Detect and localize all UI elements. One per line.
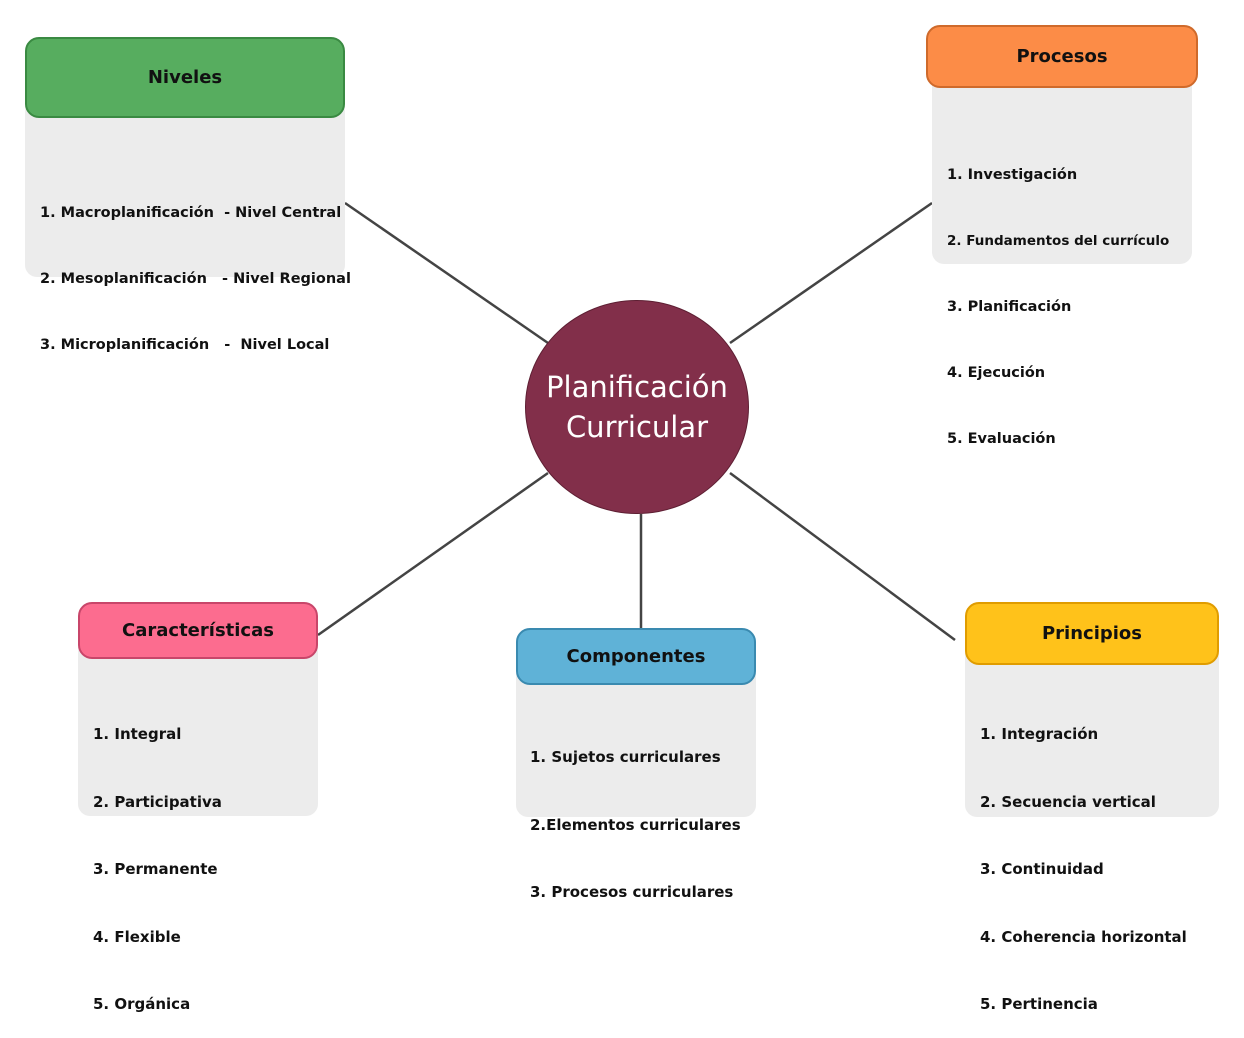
list-item: 2. Fundamentos del currículo <box>947 233 1170 249</box>
caracteristicas-list: 1. Integral 2. Participativa 3. Permanen… <box>93 678 222 1038</box>
list-item: 1. Integración <box>980 725 1099 743</box>
connector-lines <box>317 201 956 642</box>
principios-panel <box>965 645 1219 817</box>
caracteristicas-panel <box>78 640 318 816</box>
caracteristicas-title: Características <box>122 620 274 641</box>
list-item: 2.Elementos curriculares <box>530 815 741 834</box>
connector-procesos <box>729 201 933 345</box>
list-item: 2. Mesoplanificación - Nivel Regional <box>40 271 351 287</box>
list-item: 4. Flexible <box>93 927 181 946</box>
caracteristicas-header: Características <box>78 602 318 659</box>
niveles-list: 1. Macroplanificación - Nivel Central 2.… <box>40 158 351 378</box>
niveles-panel <box>25 100 345 277</box>
connector-niveles <box>344 201 549 345</box>
principios-header: Principios <box>965 602 1219 665</box>
componentes-list: 1. Sujetos curriculares 2.Elementos curr… <box>530 701 741 926</box>
principios-list: 1. Integración 2. Secuencia vertical 3. … <box>980 678 1187 1038</box>
list-item: 3. Microplanificación - Nivel Local <box>40 337 330 353</box>
list-item: 5. Evaluación <box>947 431 1056 447</box>
center-title-line1: Planificación <box>546 370 728 404</box>
center-node: Planificación Curricular <box>525 300 749 514</box>
list-item: 2. Participativa <box>93 792 222 811</box>
componentes-panel <box>516 665 756 817</box>
center-title-line2: Curricular <box>565 410 709 444</box>
componentes-title: Componentes <box>566 646 706 667</box>
list-item: 4. Coherencia horizontal <box>980 927 1187 946</box>
niveles-header: Niveles <box>25 37 345 118</box>
list-item: 3. Procesos curriculares <box>530 883 734 901</box>
list-item: 1. Macroplanificación - Nivel Central <box>40 205 342 221</box>
principios-title: Principios <box>1041 623 1143 644</box>
list-item: 1. Investigación <box>947 167 1078 183</box>
list-item: 3. Planificación <box>947 299 1072 315</box>
procesos-panel <box>932 72 1192 264</box>
componentes-header: Componentes <box>516 628 756 685</box>
procesos-list: 1. Investigación 2. Fundamentos del curr… <box>947 120 1169 472</box>
list-item: 2. Secuencia vertical <box>980 792 1156 811</box>
list-item: 4. Ejecución <box>947 365 1046 381</box>
niveles-title: Niveles <box>147 67 223 88</box>
list-item: 1. Sujetos curriculares <box>530 748 721 766</box>
list-item: 3. Permanente <box>93 860 218 878</box>
list-item: 3. Continuidad <box>980 860 1104 878</box>
connector-caracteristicas <box>317 471 549 637</box>
procesos-title: Procesos <box>1016 46 1108 67</box>
connector-principios <box>729 471 956 642</box>
list-item: 1. Integral <box>93 725 182 743</box>
procesos-header: Procesos <box>926 25 1198 88</box>
list-item: 5. Pertinencia <box>980 995 1098 1013</box>
list-item: 5. Orgánica <box>93 995 191 1013</box>
